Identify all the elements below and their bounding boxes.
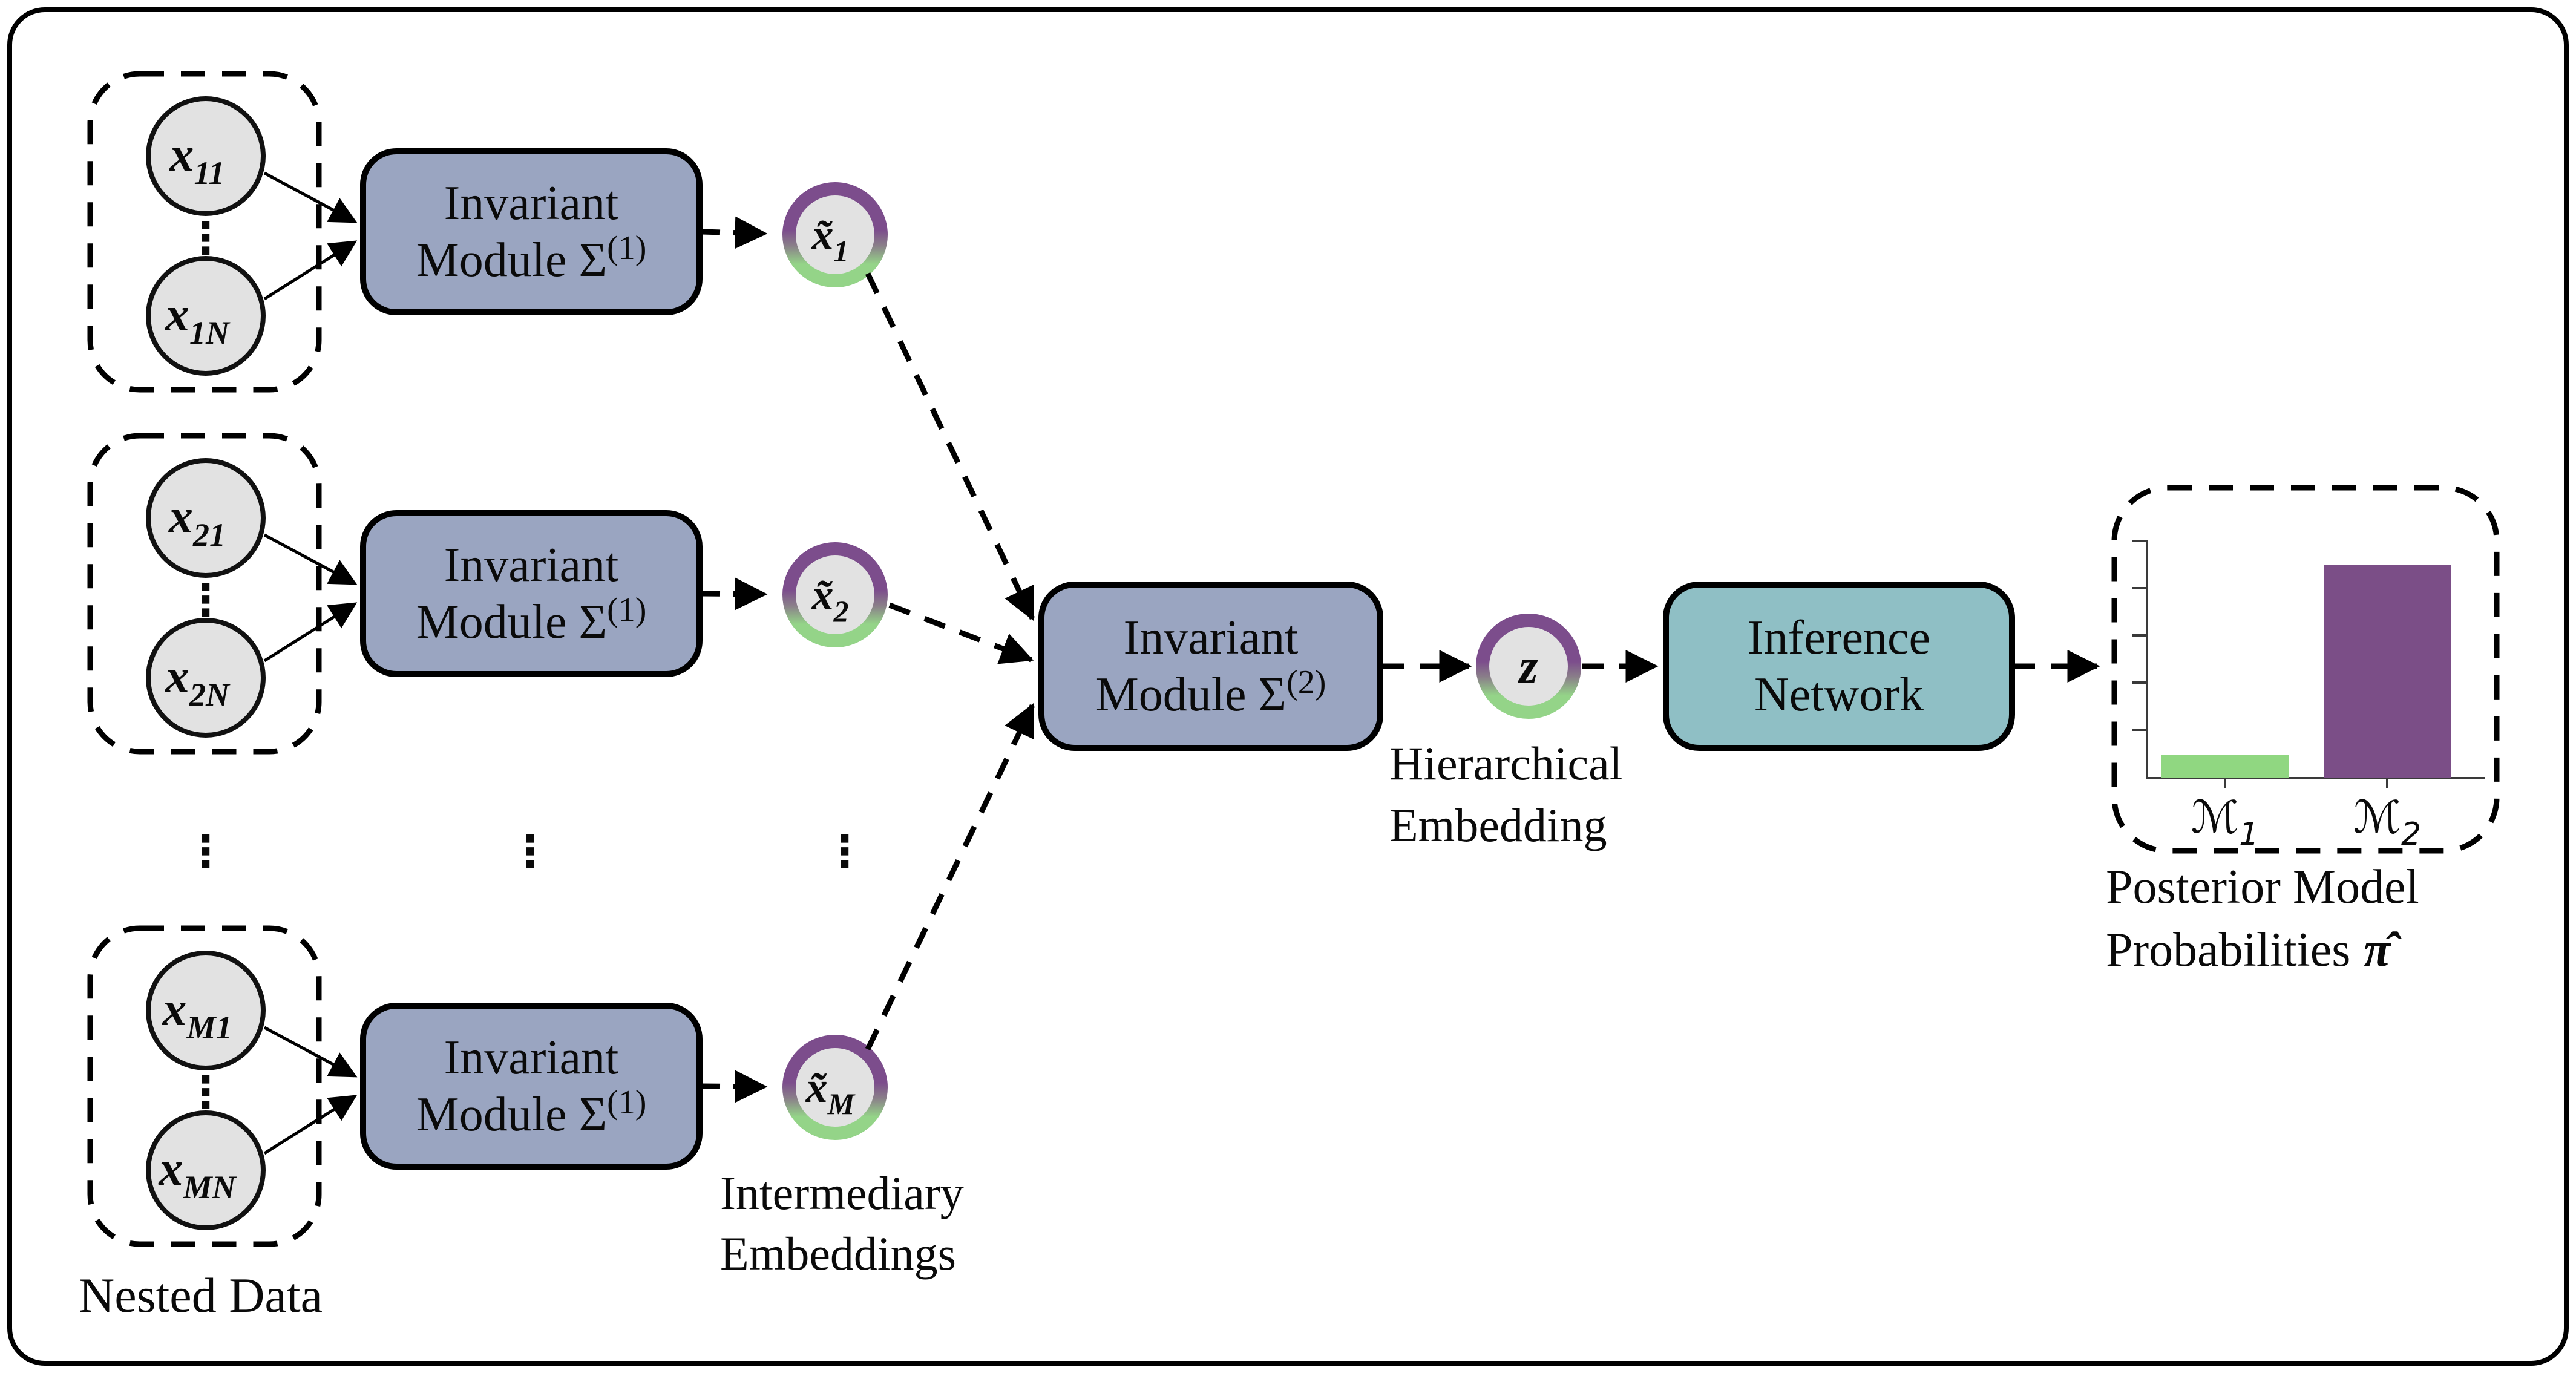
vertical-ellipsis: ⋮: [184, 1067, 228, 1118]
intermediary-embeddings-caption: Intermediary Embeddings: [720, 1167, 964, 1280]
nested-group-2-border: [87, 433, 322, 755]
module-label-line2: Module Σ(2): [1096, 664, 1326, 721]
module-label-line1: Invariant: [1124, 611, 1299, 664]
module-label-line1: Invariant: [444, 539, 619, 592]
data-node-x11-label: x11: [169, 128, 224, 191]
caption-line: Posterior Model: [2106, 860, 2419, 914]
caption-line: Embedding: [1389, 799, 1607, 851]
embedding-node-x1-circle: [782, 182, 888, 287]
invariant-module-1: Invariant Module Σ(1): [360, 148, 703, 315]
vertical-ellipsis: ⋮: [184, 574, 228, 625]
bar-model-1: [2161, 755, 2289, 778]
nested-group-1-border: [87, 71, 322, 393]
arrow-line: [263, 602, 358, 663]
data-node-xM1-label: xM1: [162, 983, 232, 1046]
invariant-module-3-box: [360, 1003, 703, 1170]
data-node-x2N: [146, 618, 266, 738]
dashed-arrow: [701, 1070, 768, 1103]
z-node-circle: [1476, 614, 1581, 719]
dashed-arrow: [701, 216, 768, 249]
data-node-xMN-label: xMN: [158, 1142, 237, 1205]
module-label-line1: Invariant: [444, 1031, 619, 1084]
data-node-xMN: [146, 1110, 266, 1230]
caption-line: Hierarchical: [1389, 737, 1622, 790]
invariant-module-1-box: [360, 148, 703, 315]
nested-group-2: x21 ⋮ x2N: [87, 433, 358, 755]
module-label-line2: Module Σ(1): [416, 229, 647, 287]
module-label-line2: Network: [1754, 668, 1924, 721]
posterior-chart-border: [2111, 485, 2500, 854]
embedding-node-xM: x̃M: [782, 1035, 888, 1140]
inference-network-box: [1663, 582, 2015, 751]
vertical-ellipsis: ⋮: [184, 826, 228, 877]
bar-label-model-1: ℳ1: [2191, 791, 2259, 853]
module-label-line2: Module Σ(1): [416, 1084, 647, 1141]
arrow-line: [263, 1095, 358, 1155]
invariant-module-2: Invariant Module Σ(1): [360, 510, 703, 677]
nested-group-3: xM1 ⋮ xMN: [87, 925, 358, 1247]
arrow-line: [263, 171, 358, 223]
vertical-ellipsis: ⋮: [508, 826, 552, 877]
nested-data-caption: Nested Data: [79, 1268, 323, 1323]
bar-label-model-2: ℳ2: [2353, 791, 2421, 853]
dashed-arrow: [865, 703, 1035, 1050]
arrow-line: [263, 240, 358, 301]
hierarchical-embedding-caption: Hierarchical Embedding: [1389, 737, 1622, 851]
data-node-x1N-label: x1N: [165, 288, 231, 351]
posterior-chart: ℳ1 ℳ2: [2111, 485, 2500, 854]
data-node-x1N: [146, 256, 266, 376]
vertical-ellipsis: ⋮: [184, 212, 228, 263]
data-node-xM1: [146, 951, 266, 1070]
data-node-x21: [146, 458, 266, 578]
embedding-node-x2-circle: [782, 542, 888, 647]
embedding-node-xM-label: x̃M: [805, 1063, 856, 1121]
dashed-arrow: [888, 602, 1034, 664]
data-node-x2N-label: x2N: [165, 650, 231, 713]
inference-network: Inference Network: [1663, 582, 2015, 751]
invariant-module-level2-box: [1038, 582, 1383, 751]
caption-line: Intermediary: [720, 1167, 964, 1219]
invariant-module-3: Invariant Module Σ(1): [360, 1003, 703, 1170]
embedding-node-x1-label: x̃1: [811, 211, 849, 268]
module-label-line1: Inference: [1748, 611, 1930, 664]
z-node-label: z: [1517, 640, 1538, 693]
data-node-x21-label: x21: [168, 490, 226, 553]
invariant-module-level2: Invariant Module Σ(2): [1038, 582, 1383, 751]
z-node: z: [1476, 614, 1581, 719]
module-label-line1: Invariant: [444, 177, 619, 230]
invariant-module-2-box: [360, 510, 703, 677]
vertical-ellipsis: ⋮: [823, 826, 867, 877]
embedding-node-x2: x̃2: [782, 542, 888, 647]
embedding-node-x2-label: x̃2: [811, 571, 849, 628]
data-node-x11: [146, 96, 266, 216]
dashed-arrow: [865, 272, 1035, 621]
embedding-node-xM-circle: [782, 1035, 888, 1140]
arrow-line: [263, 1026, 358, 1078]
arrow-line: [263, 533, 358, 585]
nested-group-1: x11 ⋮ x1N: [87, 71, 358, 393]
bar-model-2: [2324, 565, 2451, 778]
embedding-node-x1: x̃1: [782, 182, 888, 287]
caption-line: Embeddings: [720, 1227, 956, 1280]
nested-group-3-border: [87, 925, 322, 1247]
module-label-line2: Module Σ(1): [416, 591, 647, 649]
